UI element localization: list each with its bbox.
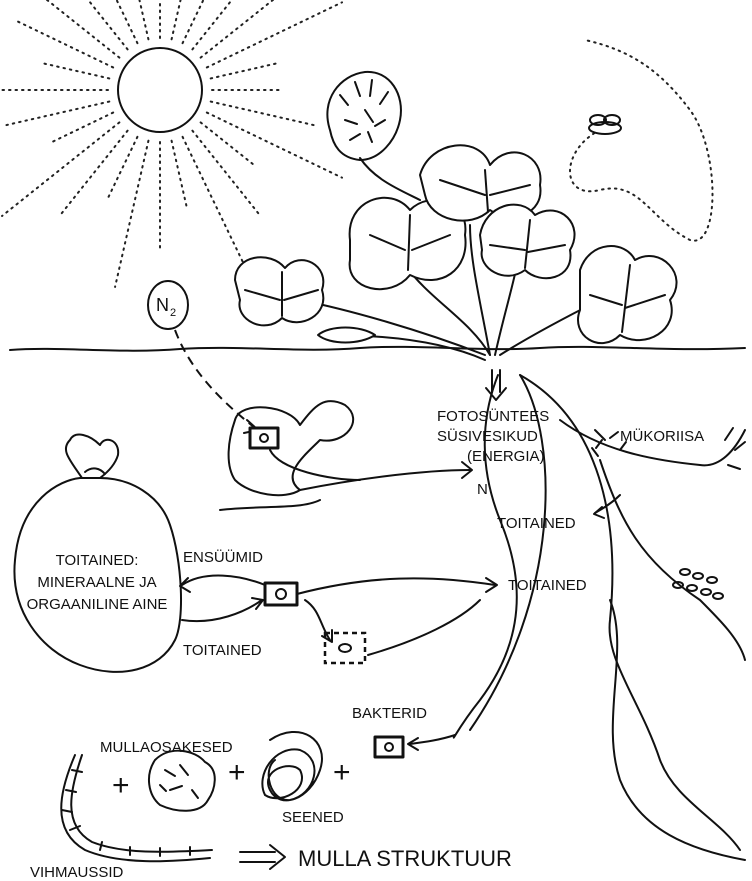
- sun-ray: [181, 0, 205, 45]
- sun-ray: [114, 139, 150, 288]
- sun-ray: [115, 0, 139, 45]
- bacterium-dead-icon: [323, 631, 367, 665]
- clover-flower-icon: [326, 70, 421, 201]
- label-seened: SEENED: [282, 809, 344, 826]
- sun-ray: [199, 121, 257, 168]
- sun-ray: [1, 121, 121, 217]
- sun-ray: [170, 139, 189, 210]
- sun-ray: [209, 100, 319, 128]
- sun-ray: [191, 0, 234, 51]
- label-fotosuntees: FOTOSÜNTEES: [437, 407, 549, 425]
- sun-ray: [191, 129, 263, 218]
- label-bakterid: BAKTERID: [352, 705, 427, 722]
- sack-line-3: ORGAANILINE AINE: [27, 596, 168, 613]
- sun-ray: [138, 0, 150, 41]
- sun-ray: [181, 135, 249, 273]
- toitained-right-arrow: [296, 577, 496, 595]
- label-toitained-left: TOITAINED: [183, 642, 262, 659]
- svg-text:2: 2: [170, 307, 176, 319]
- label-mullaosakesed: MULLAOSAKESED: [100, 739, 233, 756]
- soil-particle-icon: [148, 749, 216, 812]
- enzymes-arrow: [181, 574, 266, 586]
- n2-bubble: N 2: [147, 280, 259, 434]
- result-arrow-icon: [239, 844, 286, 870]
- label-toitained-upper: TOITAINED: [497, 515, 576, 532]
- n-arrow-line: [269, 449, 361, 481]
- insect-icon: [569, 39, 714, 242]
- plus-sign-1: +: [112, 769, 130, 802]
- sun-ray: [205, 111, 343, 179]
- label-mukoriisa: MÜKORIISA: [620, 427, 704, 445]
- bacterium-nodule-icon: [248, 426, 280, 450]
- nutrient-sack: TOITAINED: MINERAALNE JA ORGAANILINE AIN…: [13, 433, 182, 673]
- svg-text:N: N: [156, 295, 169, 315]
- sun-ray: [209, 61, 280, 80]
- sun-ray: [106, 135, 139, 201]
- sun-ray: [40, 61, 111, 80]
- label-ensuumid: ENSÜÜMID: [183, 548, 263, 566]
- label-vihmaussid: VIHMAUSSID: [30, 864, 124, 881]
- sun-ray: [170, 0, 182, 41]
- ground-line: [9, 345, 746, 352]
- plus-sign-3: +: [333, 756, 351, 789]
- sun-ray: [199, 0, 275, 59]
- sun-ray: [205, 1, 343, 69]
- sack-line-2: MINERAALNE JA: [37, 574, 156, 591]
- sun-icon: [0, 0, 343, 288]
- root-nodule: [219, 400, 473, 511]
- label-mulla-struktuur: MULLA STRUKTUUR: [298, 846, 512, 871]
- sun-ray: [45, 0, 121, 59]
- sun-ray: [1, 100, 111, 128]
- sack-line-1: TOITAINED:: [56, 552, 139, 569]
- sun-ray: [13, 18, 115, 69]
- label-n: N: [477, 481, 488, 498]
- sun-ray: [49, 111, 115, 144]
- label-toitained-lower: TOITAINED: [508, 577, 587, 594]
- bacterium-bottom-icon: [373, 735, 405, 759]
- earthworm-icon: [60, 754, 213, 863]
- sun-ray: [86, 0, 129, 51]
- nutrients-to-bacterium-arrow: [181, 599, 263, 622]
- plus-sign-2: +: [228, 756, 246, 789]
- photosynthesis-arrow: [485, 369, 507, 401]
- spore-cluster-icon: [672, 568, 724, 600]
- fungi-icon: [261, 730, 323, 802]
- clover-plant-icon: [234, 144, 678, 361]
- bacterium-soil-icon: [263, 581, 299, 607]
- label-susivesikud: SÜSIVESIKUD: [437, 427, 538, 445]
- sun-ray: [57, 129, 129, 218]
- label-energia: (ENERGIA): [467, 448, 545, 465]
